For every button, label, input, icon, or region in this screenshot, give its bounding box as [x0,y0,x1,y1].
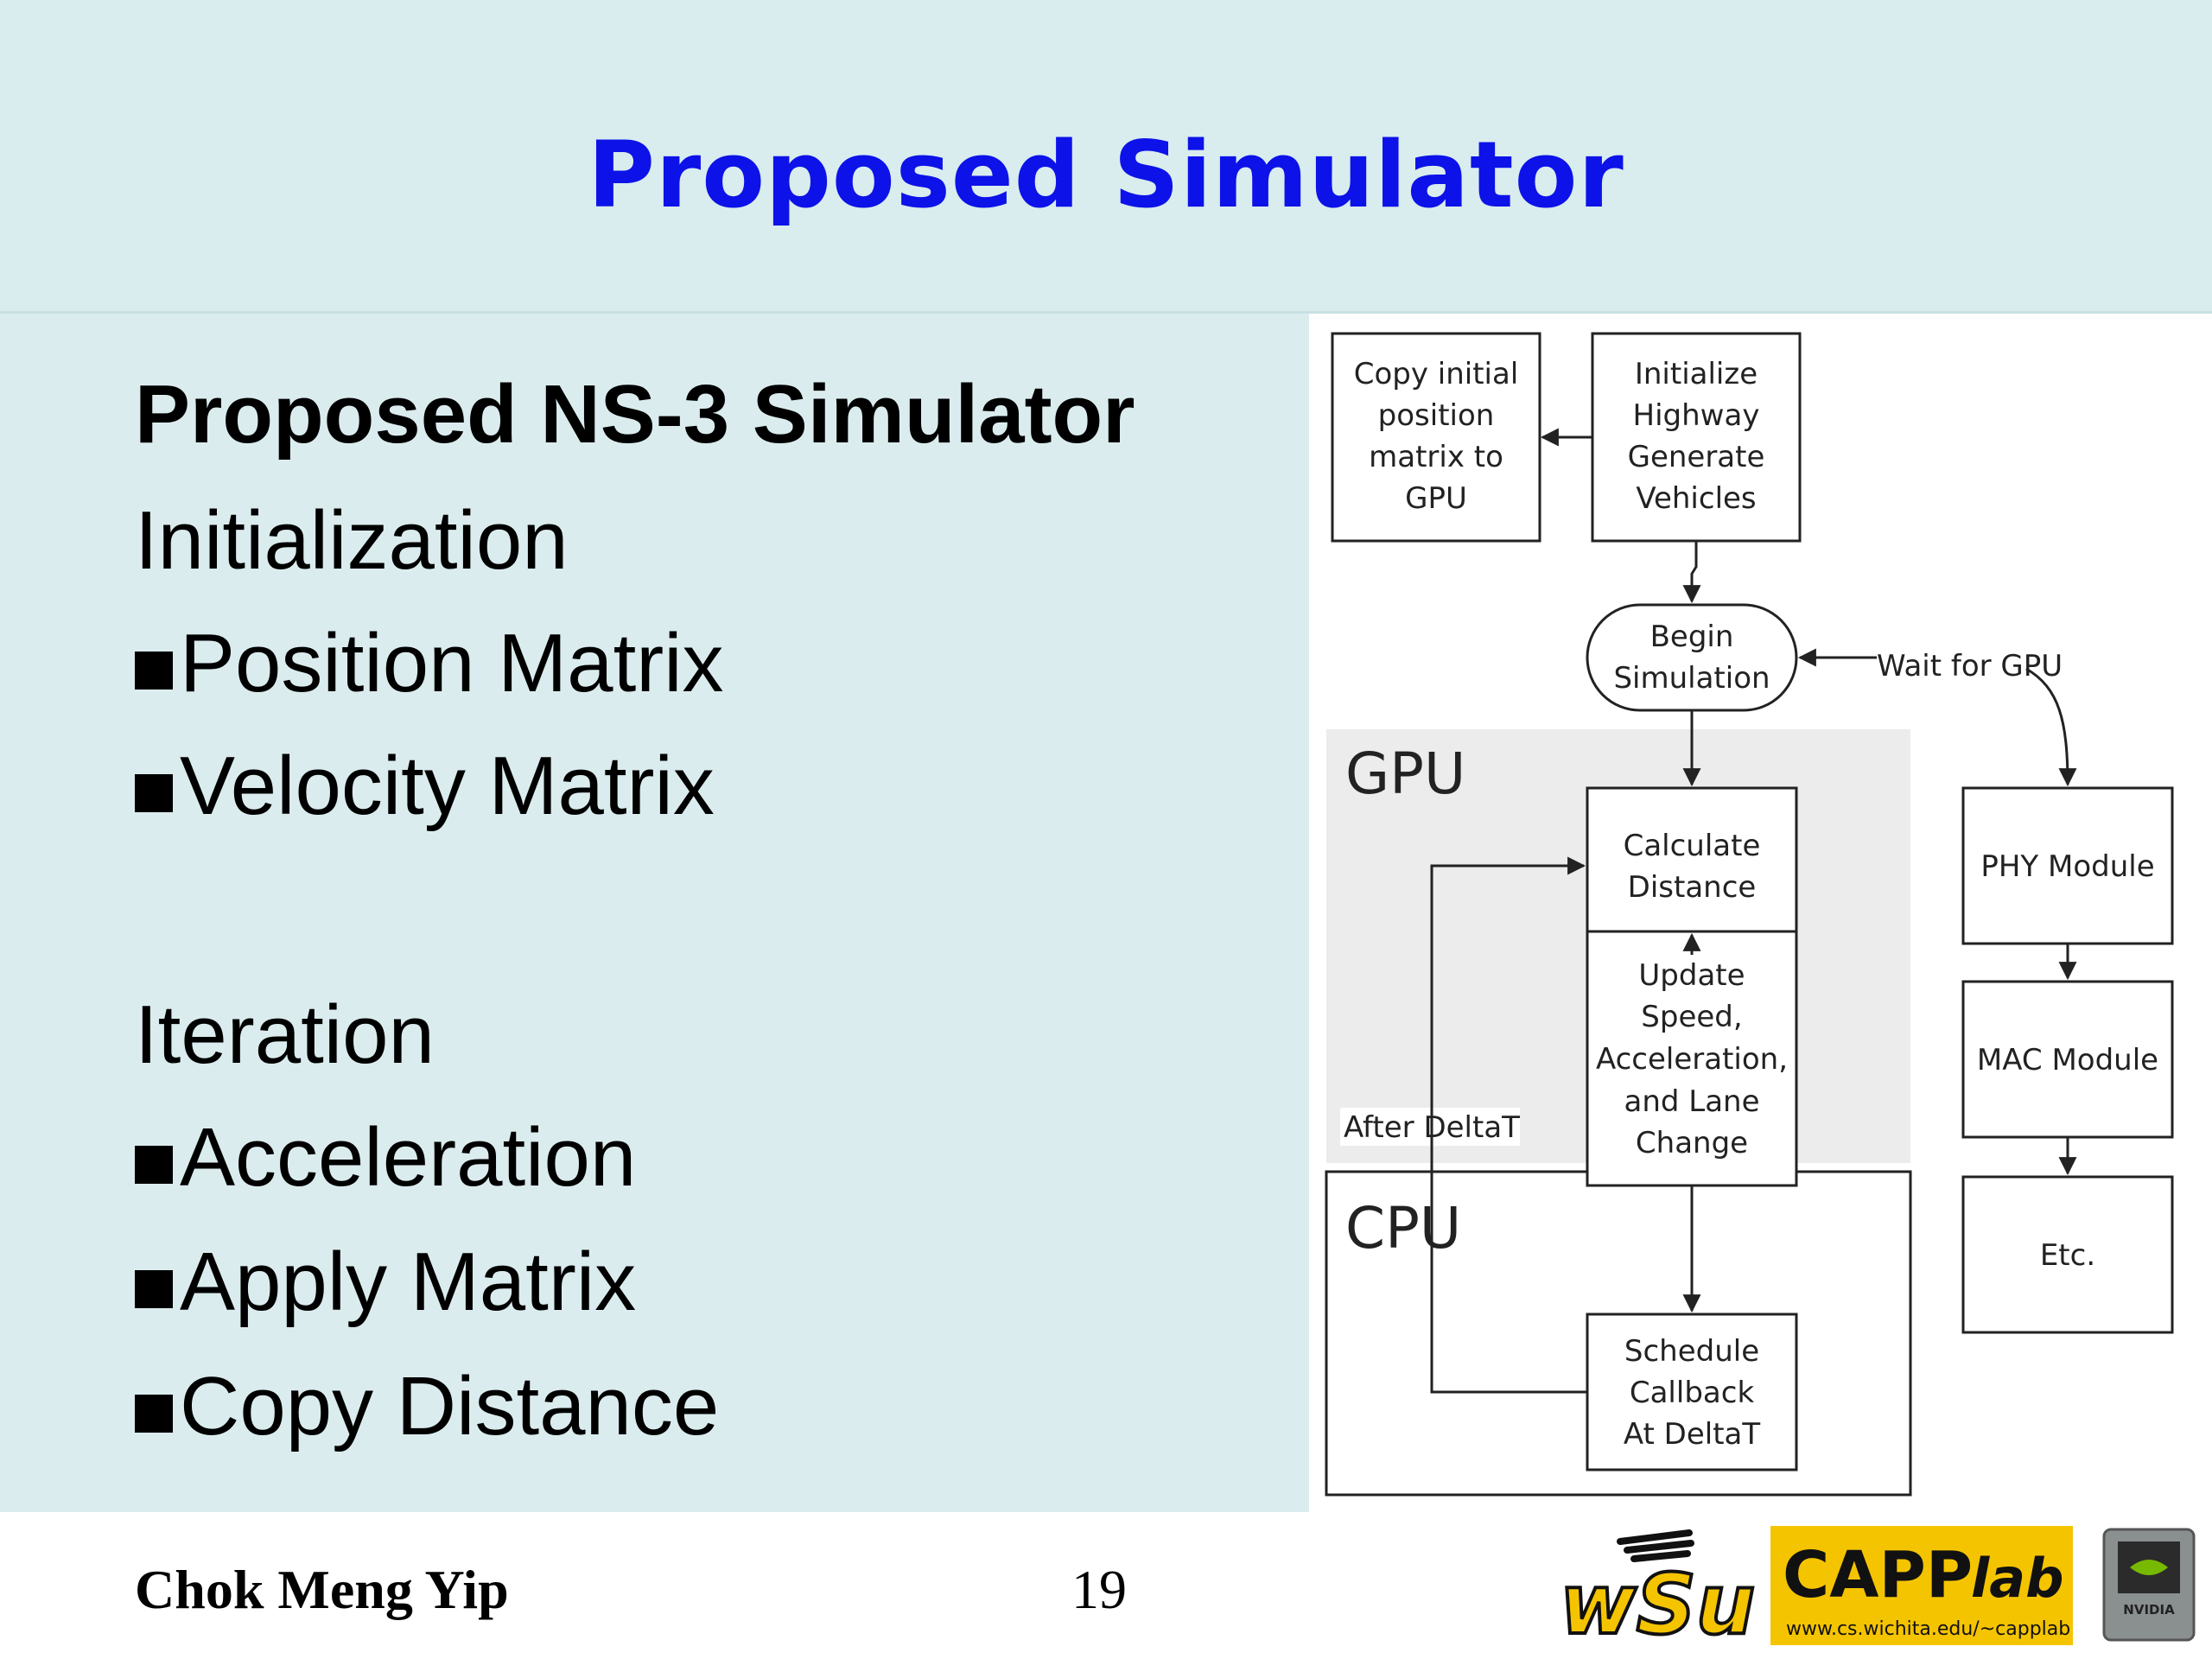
gpu-region-label: GPU [1345,741,1465,807]
capp-logo-url: www.cs.wichita.edu/~capplab [1786,1618,2070,1640]
calc-line: Distance [1628,870,1757,905]
section-initialization: Initialization [135,494,569,587]
capp-logo-main: CAPP [1783,1538,1973,1612]
square-bullet-icon [135,774,173,812]
footer-logos: wSu CAPP lab www.cs.wichita.edu/~capplab… [1558,1521,2199,1655]
page-number: 19 [1071,1559,1127,1620]
title-bar [0,0,2212,314]
copy-initial-line: Copy initial [1354,357,1519,391]
flow-diagram: GPU CPU Copy initial position matrix to … [1309,332,2180,1524]
update-line: Update [1638,958,1745,993]
update-box [1586,930,1798,1187]
calculate-distance-box [1586,786,1798,933]
schedule-line: At DeltaT [1624,1417,1761,1452]
wsu-logo: wSu [1558,1529,1757,1655]
section-iteration: Iteration [135,988,435,1081]
copy-initial-box [1331,332,1541,543]
phy-module-box [1961,786,2174,945]
capp-logo-lab: lab [1971,1547,2063,1610]
square-bullet-icon [135,1146,173,1184]
slide-title: Proposed Simulator [588,122,1624,228]
copy-initial-line: position [1378,398,1495,433]
bullet-item: Copy Distance [135,1365,719,1448]
footer-logos-svg: wSu CAPP lab www.cs.wichita.edu/~capplab… [1558,1526,2196,1655]
etc-box [1961,1175,2174,1334]
content-heading: Proposed NS-3 Simulator [135,368,1135,461]
begin-line: Simulation [1613,661,1770,696]
nvidia-badge-text: NVIDIA [2123,1602,2175,1618]
arrow-schedule-loop [1430,856,1587,1394]
copy-initial-line: GPU [1405,481,1467,516]
initialize-box [1591,332,1802,543]
wsu-logo-text: wSu [1560,1556,1755,1650]
mac-module-label: MAC Module [1977,1043,2158,1077]
square-bullet-icon [135,1395,173,1433]
update-line: and Lane [1624,1084,1759,1119]
capp-lab-logo: CAPP lab www.cs.wichita.edu/~capplab [1770,1526,2073,1645]
nvidia-eye-shape [2130,1560,2168,1575]
update-line: Acceleration, [1596,1042,1788,1077]
phy-module-label: PHY Module [1980,849,2154,884]
etc-label: Etc. [2040,1238,2095,1273]
schedule-line: Schedule [1624,1334,1759,1369]
update-line: Change [1636,1126,1748,1160]
calc-line: Calculate [1624,829,1761,863]
content-area [0,314,1309,1512]
arrow-to-phy [2025,667,2077,787]
square-bullet-icon [135,652,173,690]
wait-for-gpu-label: Wait for GPU [1877,649,2063,683]
cpu-region-label: CPU [1345,1195,1461,1262]
initialize-line: Vehicles [1636,481,1756,516]
square-bullet-icon [135,1270,173,1308]
bullet-item: Position Matrix [135,622,724,705]
flow-diagram-svg: GPU CPU Copy initial position matrix to … [1325,332,2174,1497]
initialize-line: Initialize [1635,357,1758,391]
schedule-line: Callback [1630,1376,1755,1410]
copy-initial-line: matrix to [1369,440,1503,474]
wheat-icon [1617,1529,1694,1562]
capp-logo-bg [1770,1526,2073,1645]
schedule-callback-box [1586,1313,1798,1471]
update-line: Speed, [1641,1000,1742,1034]
initialize-line: Generate [1628,440,1765,474]
arrow-init-to-begin [1682,541,1701,604]
bullet-item: Acceleration [135,1116,636,1199]
author-name: Chok Meng Yip [135,1559,509,1620]
initialize-line: Highway [1633,398,1760,433]
bullet-item: Apply Matrix [135,1241,636,1324]
begin-line: Begin [1650,620,1734,654]
after-deltat-label-bg [1340,1108,1520,1146]
bullet-item: Velocity Matrix [135,745,715,828]
nvidia-badge: NVIDIA [2102,1528,2196,1642]
